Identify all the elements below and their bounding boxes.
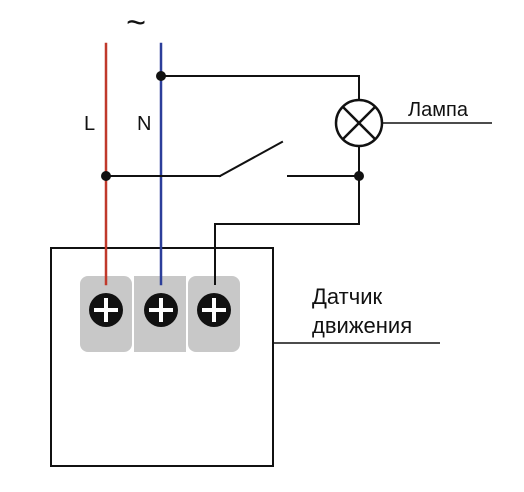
screw-terminal-icon — [144, 293, 178, 327]
neutral-to-lamp-wire — [160, 75, 360, 101]
line-n-label: N — [137, 113, 151, 135]
sensor-label-line1: Датчик — [312, 284, 382, 309]
line-l-label: L — [84, 113, 95, 135]
screw-terminal-icon — [197, 293, 231, 327]
lamp-to-sensor-output-wire — [214, 175, 360, 285]
screw-terminal-icon — [89, 293, 123, 327]
ac-symbol-label: ~ — [126, 4, 146, 42]
lamp-label: Лампа — [408, 99, 469, 121]
junction-dot-lamp — [354, 171, 364, 181]
junction-dot-phase — [101, 171, 111, 181]
junction-dot-neutral — [156, 71, 166, 81]
sensor-label-line2: движения — [312, 313, 412, 338]
lamp-cross-circle-icon — [334, 98, 384, 148]
switch-contact-icon — [218, 140, 284, 178]
